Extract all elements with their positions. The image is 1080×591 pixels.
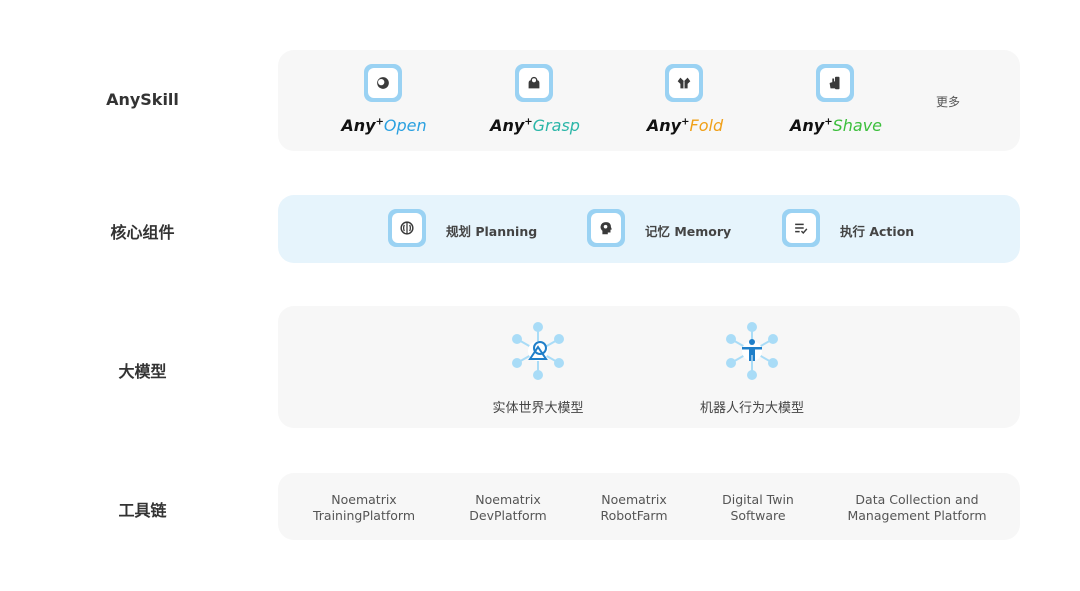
- toolchain-panel: [278, 473, 1020, 540]
- component-planning-label: 规划 Planning: [446, 224, 538, 239]
- grasp-icon: [528, 76, 540, 89]
- component-action-tile[interactable]: [782, 209, 820, 247]
- component-action-label: 执行 Action: [840, 224, 915, 239]
- tool-dev-platform[interactable]: Noematrix DevPlatform: [469, 492, 547, 523]
- skill-open-label: Any+Open: [341, 116, 427, 135]
- skill-grasp-tile[interactable]: [515, 64, 553, 102]
- skill-fold-label: Any+Fold: [646, 116, 724, 135]
- skill-open-tile[interactable]: [364, 64, 402, 102]
- component-memory-tile[interactable]: [587, 209, 625, 247]
- skill-grasp-label: Any+Grasp: [490, 116, 580, 135]
- row-label-anyskill: AnySkill: [106, 90, 179, 109]
- shapes-network-icon: [512, 322, 564, 380]
- skill-shave-tile[interactable]: [816, 64, 854, 102]
- component-memory-label: 记忆 Memory: [645, 224, 732, 239]
- shave-icon: [829, 76, 840, 90]
- large-model-panel: [278, 306, 1020, 428]
- skill-fold-tile[interactable]: [665, 64, 703, 102]
- component-planning-tile[interactable]: [388, 209, 426, 247]
- anyskill-panel: [278, 50, 1020, 151]
- tool-data-collection[interactable]: Data Collection and Management Platform: [847, 492, 987, 523]
- open-icon: [377, 77, 389, 89]
- model-robot-behavior-label: 机器人行为大模型: [699, 401, 805, 416]
- skill-shave-label: Any+Shave: [789, 116, 883, 135]
- person-network-icon: [726, 322, 778, 380]
- checklist-icon: [795, 223, 808, 234]
- more-link[interactable]: 更多: [936, 95, 961, 109]
- row-label-toolchain: 工具链: [118, 501, 167, 520]
- fold-icon: [677, 77, 691, 89]
- row-label-core-components: 核心组件: [110, 223, 175, 242]
- tool-training-platform[interactable]: Noematrix TrainingPlatform: [312, 492, 416, 523]
- brain-icon: [400, 221, 414, 235]
- tool-robot-farm[interactable]: Noematrix RobotFarm: [600, 492, 668, 523]
- model-physical-world-label: 实体世界大模型: [492, 401, 584, 416]
- tool-digital-twin[interactable]: Digital Twin Software: [722, 492, 794, 523]
- row-label-large-model: 大模型: [118, 362, 167, 381]
- head-memory-icon: [600, 222, 612, 235]
